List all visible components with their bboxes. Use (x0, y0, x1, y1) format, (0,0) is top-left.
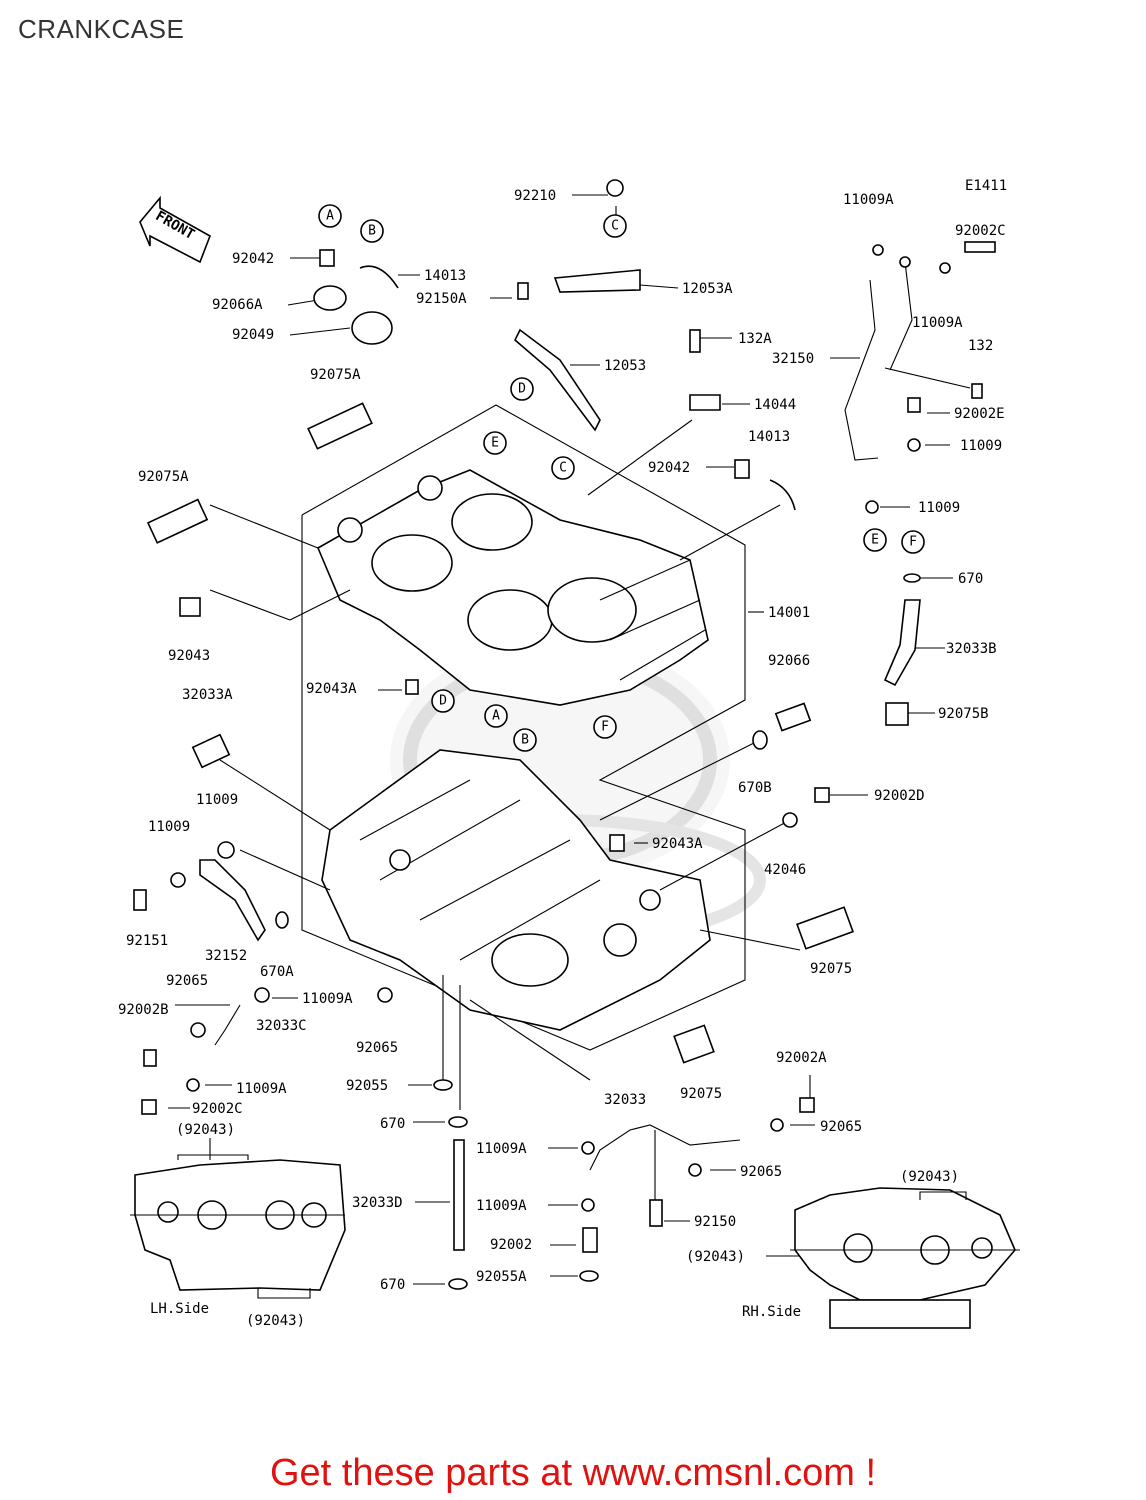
part-label: 132A (738, 331, 772, 347)
part-label: 14013 (748, 429, 790, 445)
part-label: 11009A (843, 192, 894, 208)
part-label: 92075 (810, 961, 852, 977)
part-label: 11009 (196, 792, 238, 808)
part-label: 92065 (740, 1164, 782, 1180)
lh-side-view (130, 1138, 346, 1299)
part-label: 32033 (604, 1092, 646, 1108)
part-labels: E1411 92210 12053A 92042 14013 92150A 92… (118, 178, 1007, 1329)
part-label: 92065 (356, 1040, 398, 1056)
callout-C: C (611, 219, 619, 234)
callout-C: C (559, 461, 567, 476)
part-label: 92210 (514, 188, 556, 204)
part-label: 132 (968, 338, 993, 354)
callout-circles: A B C D E C E F A B F D (318, 204, 925, 752)
part-label: 670A (260, 964, 294, 980)
part-label: (92043) (246, 1313, 305, 1329)
part-label: 14044 (754, 397, 796, 413)
page-title: CRANKCASE (18, 14, 185, 44)
callout-D: D (518, 382, 526, 397)
part-label: 11009 (148, 819, 190, 835)
part-label: 32033C (256, 1018, 307, 1034)
part-label: 92055A (476, 1269, 527, 1285)
part-label: 92065 (820, 1119, 862, 1135)
callout-F: F (909, 535, 917, 550)
part-label: 92002C (192, 1101, 243, 1117)
part-label: 32150 (772, 351, 814, 367)
part-label: LH.Side (150, 1301, 209, 1317)
part-label: 92043A (306, 681, 357, 697)
callout-B: B (368, 224, 376, 239)
part-label: 670 (380, 1116, 405, 1132)
part-label: 14001 (768, 605, 810, 621)
part-label: (92043) (176, 1122, 235, 1138)
part-label: 92002 (490, 1237, 532, 1253)
part-label: 11009A (912, 315, 963, 331)
part-label: 11009 (960, 438, 1002, 454)
part-label: 92002C (955, 223, 1006, 239)
part-label: 92002D (874, 788, 925, 804)
part-label: 92002E (954, 406, 1005, 422)
callout-D: D (439, 694, 447, 709)
part-label: 11009A (476, 1141, 527, 1157)
part-label: 92002B (118, 1002, 169, 1018)
part-label: (92043) (900, 1169, 959, 1185)
rh-side-view (790, 1187, 1020, 1329)
part-label: 670B (738, 780, 772, 796)
part-label: 92150A (416, 291, 467, 307)
part-label: 11009A (236, 1081, 287, 1097)
part-label: 92043 (168, 648, 210, 664)
upper-crankcase (316, 469, 709, 706)
part-label: 32033D (352, 1195, 403, 1211)
part-label: 11009A (476, 1198, 527, 1214)
part-label: 92075 (680, 1086, 722, 1102)
part-label: 11009A (302, 991, 353, 1007)
part-label: 92066 (768, 653, 810, 669)
callout-A: A (492, 709, 500, 724)
part-label: 12053A (682, 281, 733, 297)
part-label: 670 (380, 1277, 405, 1293)
callout-F: F (601, 720, 609, 735)
part-label: 92065 (166, 973, 208, 989)
part-label: 32033B (946, 641, 997, 657)
part-label: 92066A (212, 297, 263, 313)
part-label: 92042 (232, 251, 274, 267)
diagram-code: E1411 (965, 178, 1007, 194)
leader-lines (168, 194, 971, 1285)
part-label: 92075A (310, 367, 361, 383)
part-label: 32152 (205, 948, 247, 964)
part-label: RH.Side (742, 1304, 801, 1320)
lower-crankcase (321, 749, 711, 1031)
part-label: 11009 (918, 500, 960, 516)
part-label: 12053 (604, 358, 646, 374)
part-label: 14013 (424, 268, 466, 284)
callout-A: A (326, 209, 334, 224)
part-label: 92075A (138, 469, 189, 485)
part-label: 92043A (652, 836, 703, 852)
part-label: 670 (958, 571, 983, 587)
part-label: 92049 (232, 327, 274, 343)
part-label: 92075B (938, 706, 989, 722)
callout-E: E (871, 533, 879, 548)
part-label: 92151 (126, 933, 168, 949)
part-label: (92043) (686, 1249, 745, 1265)
footer-link-text: Get these parts at www.cmsnl.com ! (269, 1452, 877, 1494)
front-direction-arrow: FRONT (139, 195, 211, 264)
part-label: 92042 (648, 460, 690, 476)
part-label: 92002A (776, 1050, 827, 1066)
callout-B: B (521, 733, 529, 748)
part-label: 92055 (346, 1078, 388, 1094)
part-label: 42046 (764, 862, 806, 878)
small-parts (133, 179, 996, 1290)
part-label: 92150 (694, 1214, 736, 1230)
part-label: 32033A (182, 687, 233, 703)
callout-E: E (491, 436, 499, 451)
